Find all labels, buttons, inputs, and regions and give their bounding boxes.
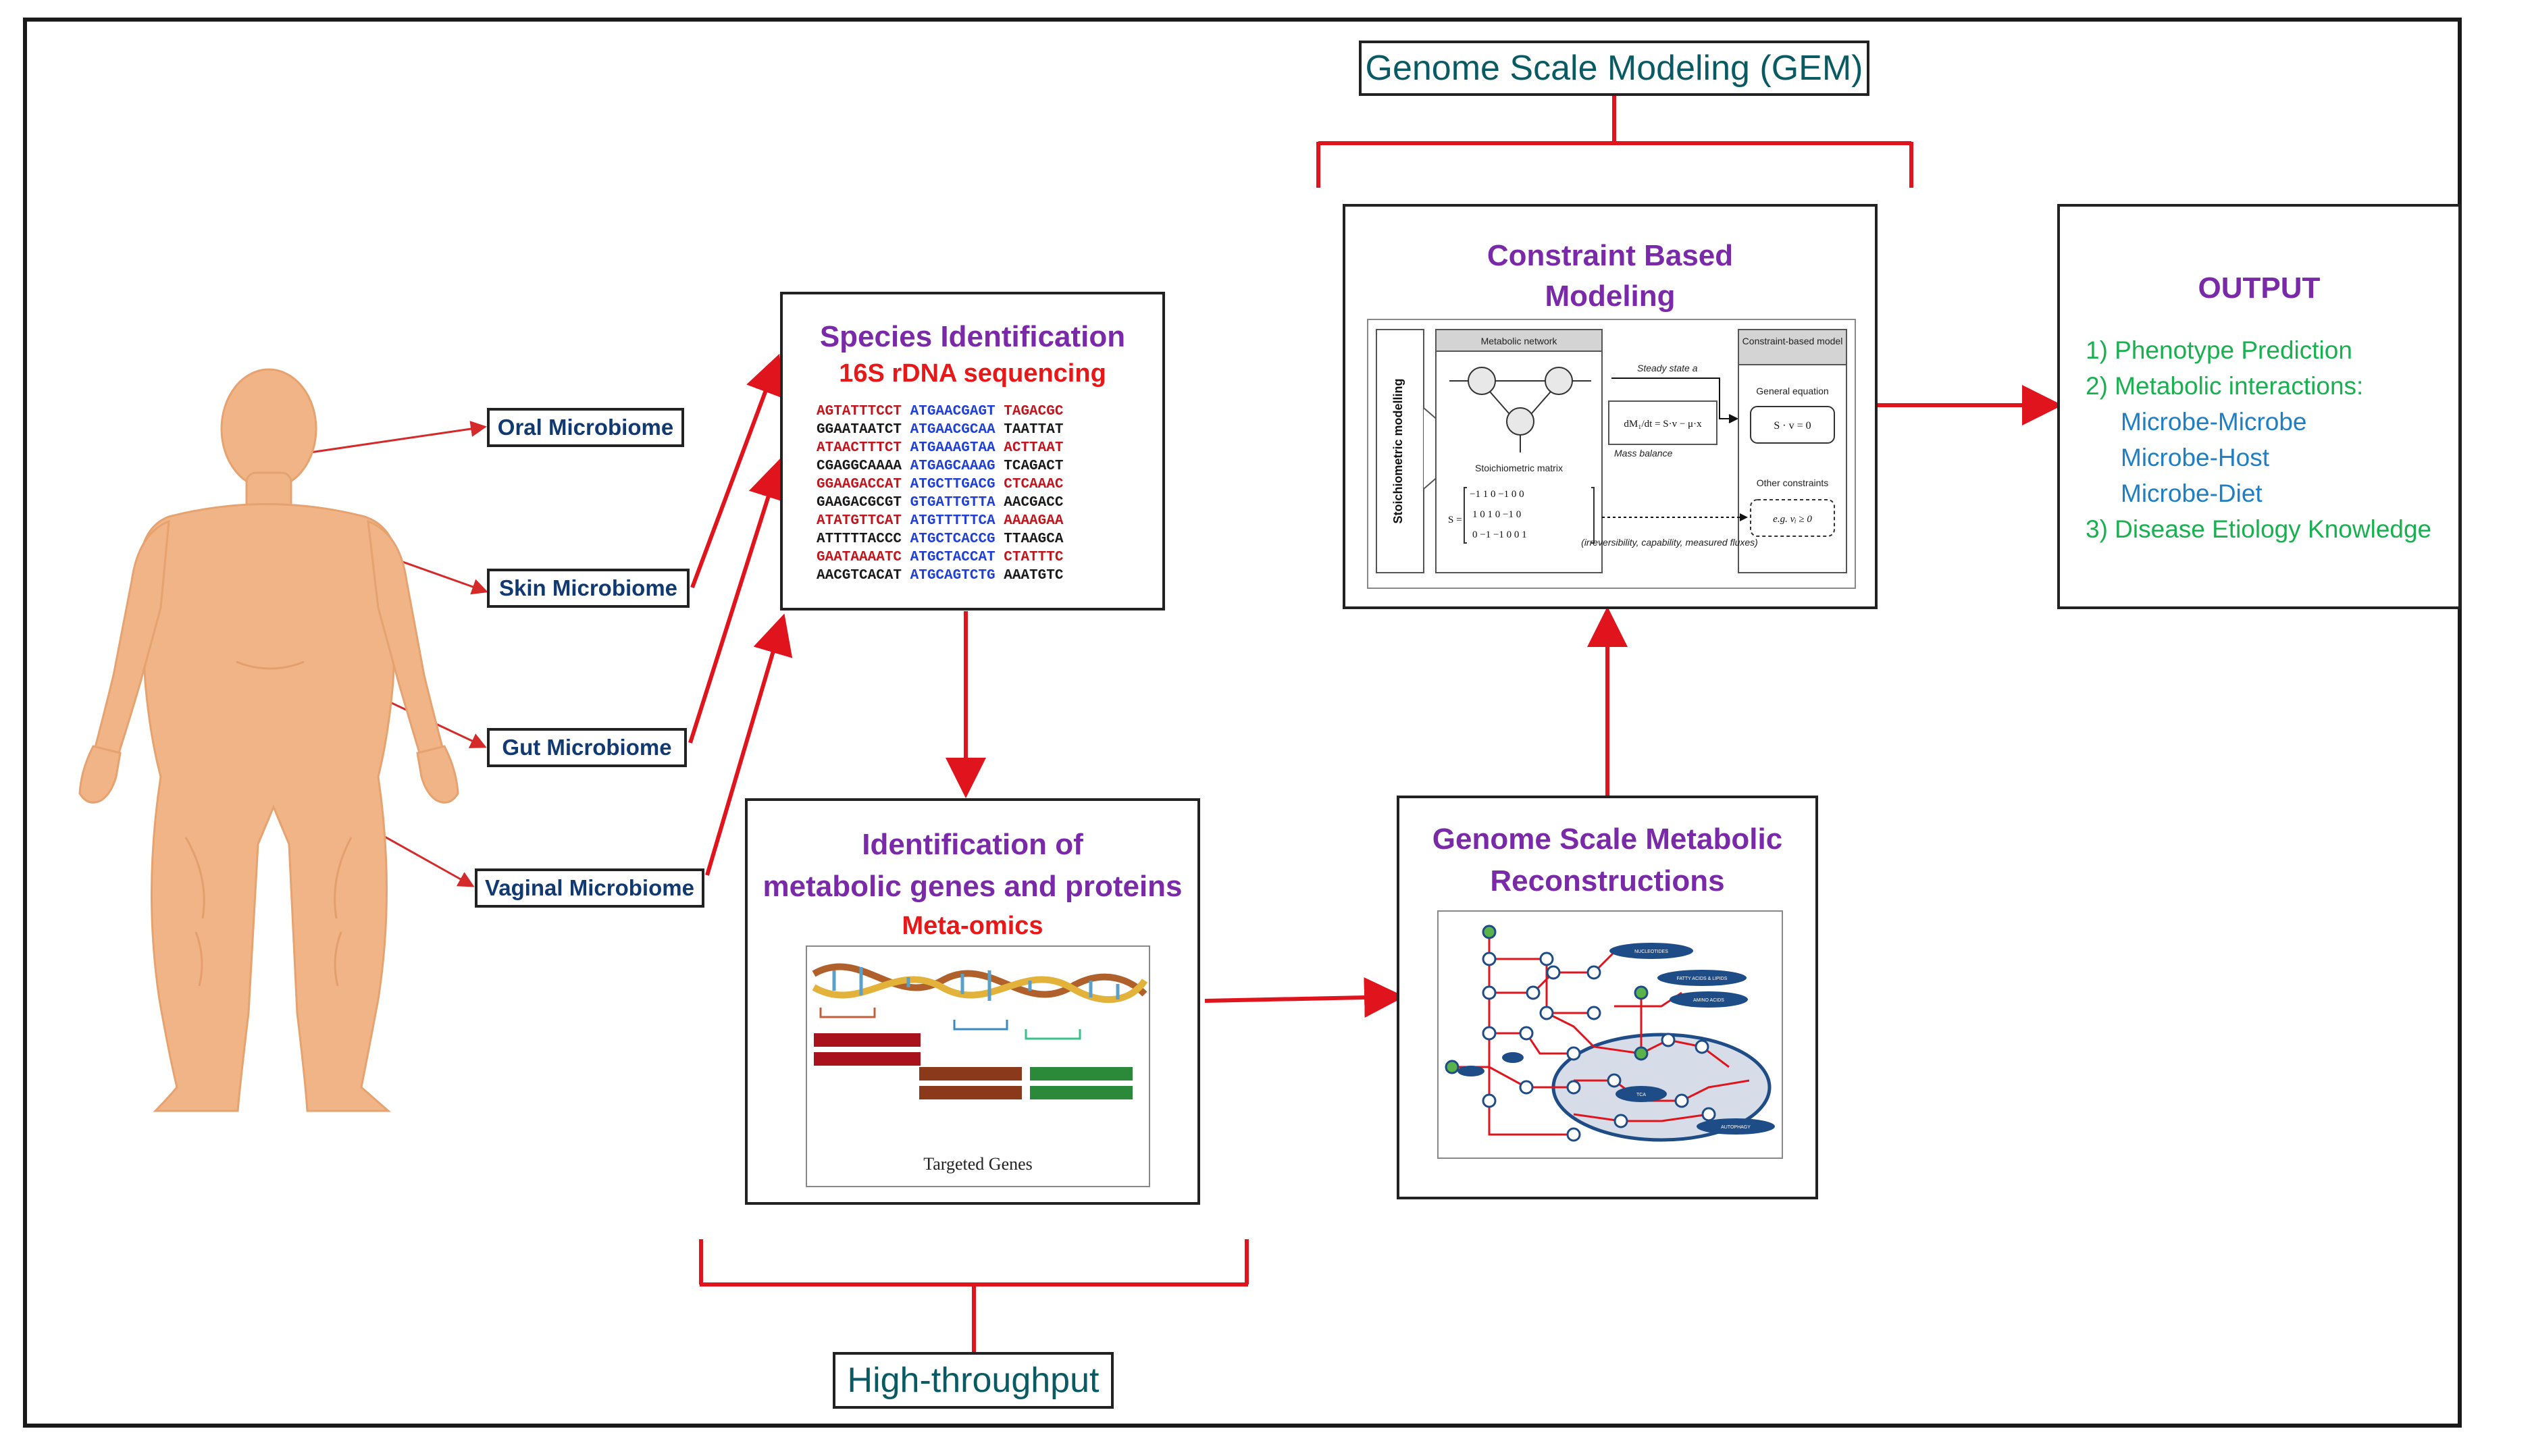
meta-subtitle: Meta-omics xyxy=(902,912,1043,940)
cbm-title-line1: Constraint Based xyxy=(1487,239,1734,272)
matrix-row-3: 0 −1 −1 0 0 1 xyxy=(1472,529,1527,540)
gsmr-title-line1: Genome Scale Metabolic xyxy=(1432,823,1783,856)
skin-microbiome-label: Skin Microbiome xyxy=(487,569,690,608)
dna-sequence-line: ATATGTTCAT ATGTTTTTCA AAAAGAA xyxy=(817,513,1064,529)
oral-connector xyxy=(286,421,487,457)
map-label-tca: TCA xyxy=(1636,1093,1646,1097)
vaginal-microbiome-text: Vaginal Microbiome xyxy=(485,875,694,900)
matrix-row-2: 1 0 1 0 −1 0 xyxy=(1472,509,1521,520)
skin-to-species-arrow xyxy=(690,353,785,589)
metabolic-genes-box: Identification of metabolic genes and pr… xyxy=(745,798,1200,1205)
output-list-item: 3) Disease Etiology Knowledge xyxy=(2086,515,2432,543)
gem-bracket xyxy=(1316,92,1913,188)
dna-sequence-line: ATTTTTACCC ATGCTCACCG TTAAGCA xyxy=(817,531,1064,547)
targeted-genes-caption: Targeted Genes xyxy=(923,1154,1033,1174)
dna-sequence-line: GAATAAAATC ATGCTACCAT CTATTTC xyxy=(817,550,1064,565)
gut-microbiome-text: Gut Microbiome xyxy=(502,735,672,760)
meta-to-gsmr-arrow xyxy=(1204,977,1405,1018)
gut-connector xyxy=(286,652,487,748)
meta-title-line1: Identification of xyxy=(862,828,1083,861)
map-label-nucleotides: NUCLEOTIDES xyxy=(1634,950,1668,954)
cbm-schematic-illustration: Stoichiometric modelling Metabolic netwo… xyxy=(1376,329,1847,573)
constraint-based-modeling-box: Constraint Based Modeling Stoichiometric… xyxy=(1343,204,1878,609)
dna-sequence-line: AGTATTTCCT ATGAACGAGT TAGACGC xyxy=(817,404,1064,419)
output-list-item: Microbe-Microbe xyxy=(2121,408,2307,436)
output-list-item: Microbe-Host xyxy=(2121,444,2269,471)
dna-sequence-line: GGAATAATCT ATGAACGCAA TAATTAT xyxy=(817,422,1064,438)
dna-sequence-line: GGAAGACCAT ATGCTTGACG CTCAAAC xyxy=(817,477,1064,492)
output-list: 1) Phenotype Prediction 2) Metabolic inte… xyxy=(2086,332,2431,547)
matrix-row-1: −1 1 0 −1 0 0 xyxy=(1470,489,1524,500)
svg-text:S =: S = xyxy=(1448,515,1462,525)
skin-connector xyxy=(364,547,488,595)
vaginal-microbiome-label: Vaginal Microbiome xyxy=(475,868,704,908)
metabolic-network-label: Metabolic network xyxy=(1481,336,1558,346)
gem-label: Genome Scale Modeling (GEM) xyxy=(1359,41,1869,96)
steady-state-label: Steady state a xyxy=(1637,363,1698,373)
other-constraints-label: Other constraints xyxy=(1757,477,1829,488)
oral-microbiome-label: Oral Microbiome xyxy=(487,408,684,447)
dna-sequence-line: ATAACTTTCT ATGAAAGTAA ACTTAAT xyxy=(817,440,1064,456)
vaginal-connector xyxy=(283,779,475,887)
high-throughput-label: High-throughput xyxy=(833,1352,1114,1409)
map-label-autophagy: AUTOPHAGY xyxy=(1721,1125,1751,1130)
dna-sequence-line: CGAGGCAAAA ATGAGCAAAG TCAGACT xyxy=(817,459,1064,474)
stoichiometric-matrix-label: Stoichiometric matrix xyxy=(1475,463,1563,473)
diagram-frame xyxy=(23,18,2462,1428)
general-equation: S · v = 0 xyxy=(1774,420,1811,432)
gsmr-title-line2: Reconstructions xyxy=(1490,864,1725,898)
high-throughput-label-text: High-throughput xyxy=(847,1361,1100,1400)
oral-microbiome-text: Oral Microbiome xyxy=(497,415,674,440)
map-label-fatty-acids: FATTY ACIDS & LIPIDS xyxy=(1677,977,1728,981)
high-throughput-bracket xyxy=(699,1239,1249,1352)
map-label-amino-acids: AMINO ACIDS xyxy=(1693,998,1724,1003)
targeted-genes-image: Targeted Genes xyxy=(806,945,1150,1187)
mass-balance-equation: dM₁/dt = S·v − μ·x xyxy=(1624,419,1702,430)
constraint-model-label: Constraint-based model xyxy=(1742,336,1843,346)
output-box: OUTPUT 1) Phenotype Prediction 2) Metabol… xyxy=(2057,204,2461,609)
dna-sequence-line: GAAGACGCGT GTGATTGTTA AACGACC xyxy=(817,495,1064,511)
dna-sequence-block: AGTATTTCCT ATGAACGAGT TAGACGC GGAATAATCT … xyxy=(817,402,1141,594)
vaginal-to-species-arrow xyxy=(705,613,793,876)
meta-title-line2: metabolic genes and proteins xyxy=(763,870,1183,903)
cbm-title-line2: Modeling xyxy=(1545,280,1676,313)
constraint-equation: e.g. vᵢ ≥ 0 xyxy=(1773,514,1812,525)
species-identification-box: Species Identification 16S rDNA sequenci… xyxy=(780,292,1165,610)
output-title: OUTPUT xyxy=(2198,271,2321,305)
gem-label-text: Genome Scale Modeling (GEM) xyxy=(1365,49,1863,88)
species-title: Species Identification xyxy=(819,320,1126,353)
general-equation-label: General equation xyxy=(1756,386,1828,396)
stoichiometric-modelling-label: Stoichiometric modelling xyxy=(1391,378,1405,523)
gut-to-species-arrow xyxy=(688,458,788,744)
output-list-item: Microbe-Diet xyxy=(2121,479,2263,507)
mass-balance-label: Mass balance xyxy=(1614,448,1673,459)
metabolic-map-illustration: NUCLEOTIDES FATTY ACIDS & LIPIDS AMINO A… xyxy=(1445,925,1775,1142)
output-list-item: 2) Metabolic interactions: xyxy=(2086,372,2364,400)
species-subtitle: 16S rDNA sequencing xyxy=(839,359,1106,388)
genome-scale-reconstructions-box: Genome Scale Metabolic Reconstructions xyxy=(1397,796,1818,1199)
metabolic-network-map: NUCLEOTIDES FATTY ACIDS & LIPIDS AMINO A… xyxy=(1437,910,1783,1159)
skin-microbiome-text: Skin Microbiome xyxy=(498,575,678,600)
output-list-item: 1) Phenotype Prediction xyxy=(2086,336,2352,364)
constraint-notes: (irreversibility, capability, measured f… xyxy=(1581,537,1758,548)
dna-helix-illustration: Targeted Genes xyxy=(812,963,1148,1174)
gut-microbiome-label: Gut Microbiome xyxy=(487,728,687,767)
dna-sequence-line: AACGTCACAT ATGCAGTCTG AAATGTC xyxy=(817,568,1064,583)
cbm-schematic: Stoichiometric modelling Metabolic netwo… xyxy=(1367,319,1856,589)
